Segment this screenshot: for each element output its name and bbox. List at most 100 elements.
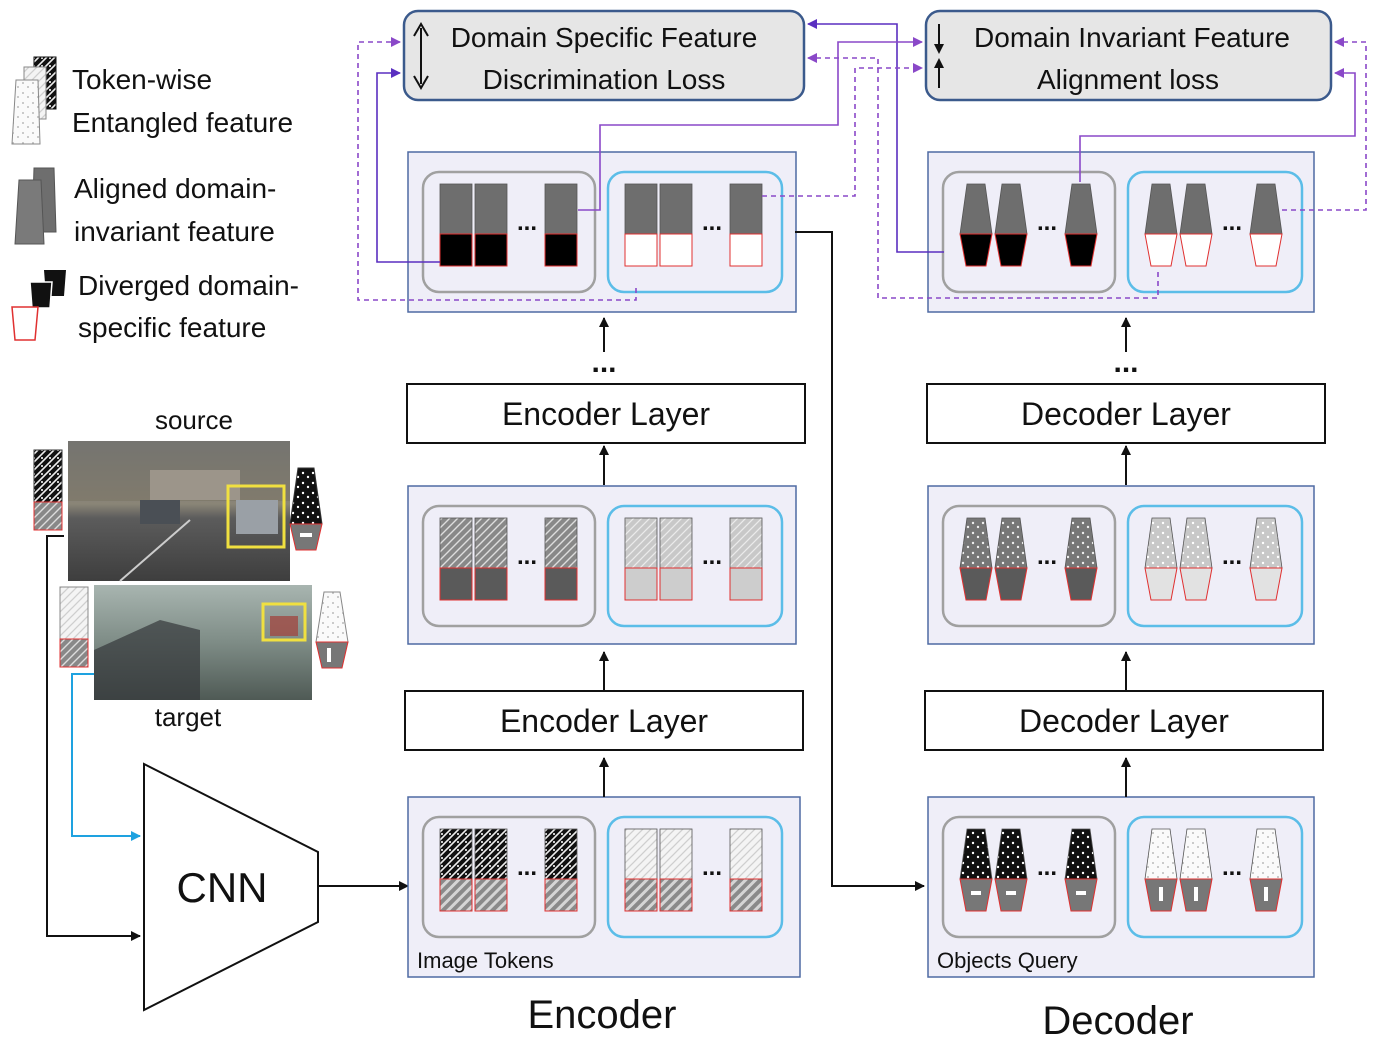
feature-token (1064, 828, 1098, 912)
token-ellipsis: ... (1037, 854, 1057, 881)
target-token-group: ... (1126, 170, 1304, 294)
feature-token (1144, 183, 1178, 267)
alignment-loss-title-line1: Domain Invariant Feature (974, 22, 1290, 53)
decoder-caption: Decoder (1042, 999, 1193, 1040)
alignment-loss-title-line2: Alignment loss (1037, 64, 1219, 95)
discrimination-loss-title-line2: Discrimination Loss (483, 64, 726, 95)
feature-token (1249, 517, 1283, 601)
feature-token (659, 517, 693, 601)
loss-connections (357, 19, 1367, 301)
feature-token (1144, 517, 1178, 601)
legend-diverged-line2: specific feature (78, 312, 266, 343)
panel-background (927, 151, 1315, 313)
source-token-group: ... (941, 815, 1117, 939)
encoder-caption: Encoder (528, 993, 677, 1037)
source-token-group: ... (421, 170, 597, 294)
source-token-group: ... (421, 815, 597, 939)
encoder-panel-bottom: ...... Image Tokens (407, 796, 801, 978)
feature-token (624, 183, 658, 267)
decoder-layer-top: Decoder Layer (926, 383, 1326, 444)
token-ellipsis: ... (1222, 209, 1242, 236)
target-label: target (155, 702, 222, 732)
feature-token (994, 828, 1028, 912)
feature-token (624, 517, 658, 601)
legend-diverged-line1: Diverged domain- (78, 270, 299, 301)
feature-token (1144, 828, 1178, 912)
legend-aligned-line1: Aligned domain- (74, 173, 276, 204)
token-ellipsis: ... (702, 209, 722, 236)
source-image (68, 441, 290, 582)
target-image (94, 585, 312, 700)
encoder-layer-top-label: Encoder Layer (502, 396, 710, 432)
feature-token (659, 828, 693, 912)
encoder-stack-ellipsis: ... (591, 346, 616, 379)
panel-background (927, 485, 1315, 645)
token-ellipsis: ... (517, 209, 537, 236)
source-token-group: ... (421, 504, 597, 628)
feature-token (959, 517, 993, 601)
converge-arrows-icon (934, 24, 944, 88)
feature-token (474, 828, 508, 912)
feature-token (994, 183, 1028, 267)
discrimination-loss-box: Domain Specific Feature Discrimination L… (402, 9, 806, 102)
decoder-layer-bottom-label: Decoder Layer (1019, 703, 1229, 739)
decoder-panel-mid: ...... (927, 485, 1315, 645)
alignment-loss-box: Domain Invariant Feature Alignment loss (924, 9, 1333, 102)
feature-token (959, 828, 993, 912)
discrimination-loss-title-line1: Domain Specific Feature (451, 22, 758, 53)
feature-token (474, 517, 508, 601)
feature-token (729, 517, 763, 601)
aligned-feature-swatch (14, 167, 57, 245)
feature-token (1064, 183, 1098, 267)
feature-token (439, 517, 473, 601)
legend-aligned-line2: invariant feature (74, 216, 275, 247)
feature-token (1179, 517, 1213, 601)
token-ellipsis: ... (1222, 854, 1242, 881)
feature-token (474, 183, 508, 267)
encoder-layer-top: Encoder Layer (406, 383, 806, 444)
feature-token (1179, 183, 1213, 267)
decoder-layer-bottom: Decoder Layer (924, 690, 1324, 751)
feature-token (439, 183, 473, 267)
source-object-query-icon (289, 467, 323, 551)
diverge-arrows-icon (413, 22, 429, 90)
feature-token (959, 183, 993, 267)
decoder-panel-top: ...... (927, 151, 1315, 313)
token-ellipsis: ... (1037, 543, 1057, 570)
flow-arrows (599, 317, 1131, 797)
target-token-icon (59, 586, 89, 668)
source-token-group: ... (941, 170, 1117, 294)
target-token-group: ... (606, 815, 784, 939)
decoder-stack-ellipsis: ... (1113, 346, 1138, 379)
feature-token (544, 828, 578, 912)
encoder-memory-to-decoder-arrow (795, 231, 925, 891)
target-token-group: ... (606, 504, 784, 628)
image-tokens-label: Image Tokens (417, 948, 554, 973)
feature-token (659, 183, 693, 267)
token-ellipsis: ... (1222, 543, 1242, 570)
target-token-group: ... (1126, 504, 1304, 628)
token-ellipsis: ... (517, 543, 537, 570)
legend-entangled-line2: Entangled feature (72, 107, 293, 138)
feature-token (1064, 517, 1098, 601)
source-token-group: ... (941, 504, 1117, 628)
diverged-feature-swatch (11, 270, 66, 341)
feature-token (994, 517, 1028, 601)
feature-token (1179, 828, 1213, 912)
entangled-feature-swatch (11, 56, 57, 145)
feature-token (729, 183, 763, 267)
feature-token (729, 828, 763, 912)
cnn-block: CNN (143, 762, 319, 1012)
token-ellipsis: ... (702, 543, 722, 570)
target-token-group: ... (1126, 815, 1304, 939)
target-token-group: ... (606, 170, 784, 294)
target-object-query-icon (315, 591, 349, 669)
decoder-panel-bottom: ......Objects Query (927, 796, 1315, 978)
token-ellipsis: ... (1037, 209, 1057, 236)
feature-token (439, 828, 473, 912)
feature-token (1249, 183, 1283, 267)
encoder-layer-bottom-label: Encoder Layer (500, 703, 708, 739)
cnn-label: CNN (177, 864, 268, 911)
source-to-cnn-arrow (46, 535, 141, 941)
